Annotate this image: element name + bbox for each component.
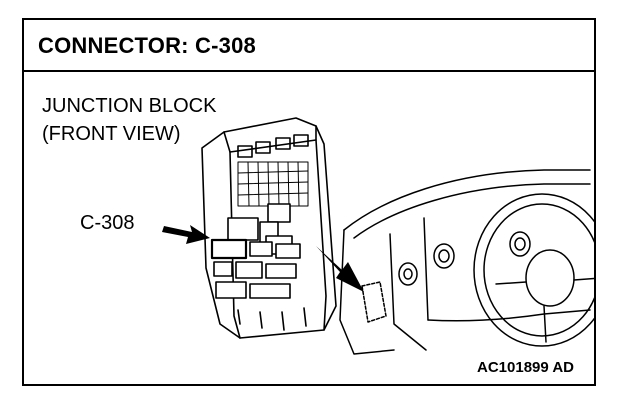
c-308-connector <box>210 238 248 260</box>
steering-wheel <box>473 193 594 347</box>
junction-block-illustration <box>162 117 594 355</box>
header-bar: CONNECTOR: C-308 <box>24 20 594 72</box>
connector-callout-label: C-308 <box>80 212 135 234</box>
dashboard-outline <box>339 169 594 355</box>
location-arrow <box>316 246 364 292</box>
diagram-frame: CONNECTOR: C-308 JUNCTION BLOCK (FRONT V… <box>22 18 596 386</box>
page-title: CONNECTOR: C-308 <box>38 33 256 58</box>
junction-block-caption: JUNCTION BLOCK <box>42 95 217 117</box>
front-view-caption: (FRONT VIEW) <box>42 123 181 145</box>
figure-code: AC101899 AD <box>477 359 574 376</box>
c-308-arrow <box>162 225 210 244</box>
